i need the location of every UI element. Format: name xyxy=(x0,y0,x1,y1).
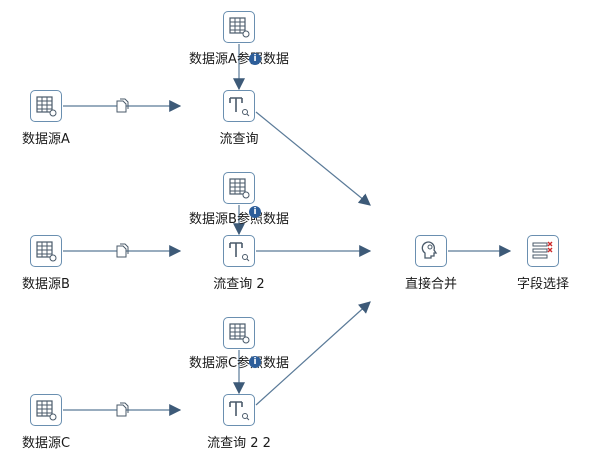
node-lookup-2[interactable] xyxy=(223,235,255,267)
copy-rows-icon[interactable] xyxy=(115,98,131,114)
info-icon[interactable]: i xyxy=(249,206,261,218)
node-label: 数据源A xyxy=(22,132,70,147)
node-label: 数据源A参照数据 xyxy=(189,52,289,67)
copy-rows-icon[interactable] xyxy=(115,243,131,259)
node-ref-c[interactable] xyxy=(223,317,255,349)
table-input-icon xyxy=(229,323,250,344)
append-merge-icon xyxy=(421,241,438,259)
node-label: 直接合并 xyxy=(404,277,458,292)
select-values-icon xyxy=(532,241,553,259)
node-select-values[interactable] xyxy=(527,235,559,267)
node-source-c[interactable] xyxy=(30,394,62,426)
info-icon[interactable]: i xyxy=(249,356,261,368)
node-label: 数据源C参照数据 xyxy=(188,356,290,371)
table-input-icon xyxy=(36,400,57,421)
node-ref-b[interactable] xyxy=(223,172,255,204)
node-label: 数据源B参照数据 xyxy=(189,212,289,227)
table-input-icon xyxy=(229,178,250,199)
node-label: 数据源C xyxy=(21,436,71,451)
node-label: 流查询 2 2 xyxy=(207,436,271,451)
table-input-icon xyxy=(36,96,57,117)
stream-lookup-icon xyxy=(229,242,250,262)
node-label: 字段选择 xyxy=(516,277,570,292)
node-lookup-1[interactable] xyxy=(223,90,255,122)
stream-lookup-icon xyxy=(229,401,250,421)
hop-lookup-1-to-merge[interactable] xyxy=(255,111,371,206)
node-lookup-3[interactable] xyxy=(223,394,255,426)
node-label: 流查询 2 xyxy=(213,277,265,292)
copy-rows-icon[interactable] xyxy=(115,402,131,418)
node-source-a[interactable] xyxy=(30,90,62,122)
info-icon[interactable]: i xyxy=(249,53,261,65)
table-input-icon xyxy=(36,241,57,262)
node-source-b[interactable] xyxy=(30,235,62,267)
hop-lookup-3-to-merge[interactable] xyxy=(255,301,371,406)
node-ref-a[interactable] xyxy=(223,11,255,43)
stream-lookup-icon xyxy=(229,97,250,117)
table-input-icon xyxy=(229,17,250,38)
node-label: 数据源B xyxy=(22,277,70,292)
node-label: 流查询 xyxy=(219,132,259,147)
node-merge[interactable] xyxy=(415,235,447,267)
